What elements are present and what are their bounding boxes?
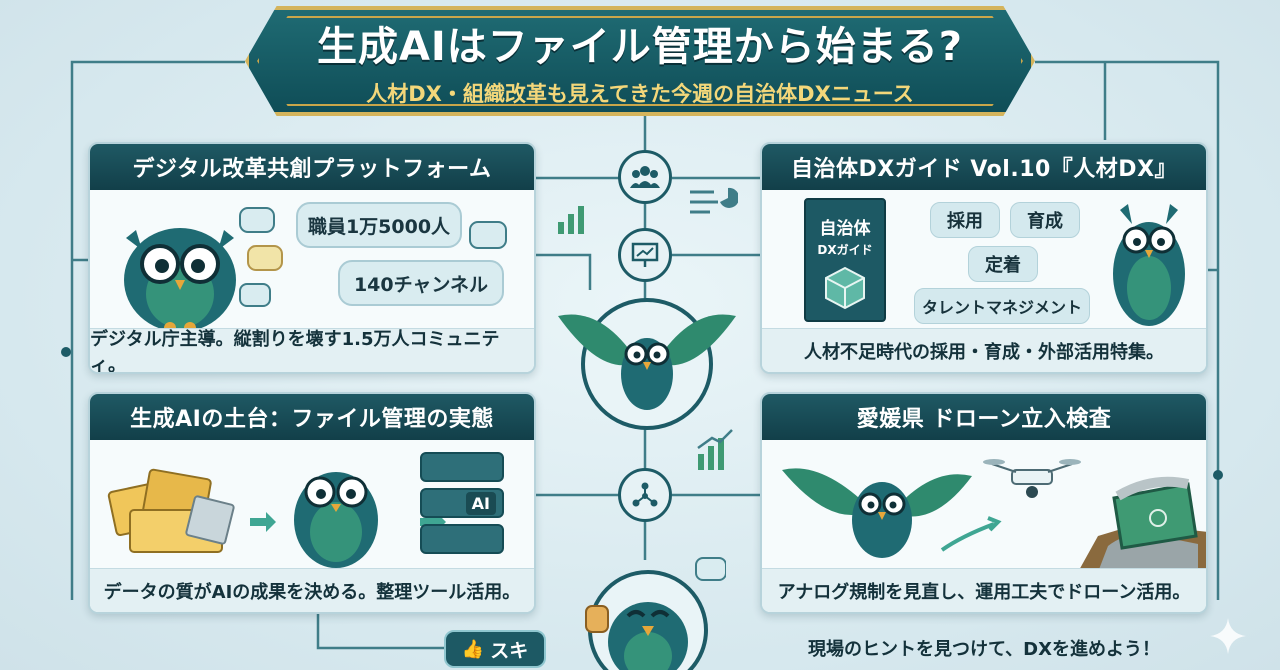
card-files[interactable]: 生成AIの土台：ファイル管理の実態 AI データの質がAIの成果を決め — [88, 392, 536, 614]
folder-pile-icon — [107, 468, 446, 553]
card-platform-title: デジタル改革共創プラットフォーム — [90, 144, 534, 190]
owl-glasses-icon — [124, 207, 507, 332]
center-flying-owl-icon — [558, 298, 736, 430]
banner-gold-frame — [257, 16, 1023, 106]
people-group-icon — [630, 166, 660, 188]
footer-message: 現場のヒントを見つけて、DXを進めよう！ — [808, 639, 1160, 660]
card-guide[interactable]: 自治体DXガイド Vol.10『人材DX』 自治体 DXガイド 採用 育成 定着… — [760, 142, 1208, 374]
waste-container-icon — [1078, 476, 1206, 572]
chip-train: 育成 — [1010, 202, 1080, 238]
chip-talent: タレントマネジメント — [914, 288, 1090, 324]
card-files-body: AI — [90, 440, 534, 568]
card-guide-body: 自治体 DXガイド 採用 育成 定着 タレントマネジメント — [762, 190, 1206, 328]
sparkle-icon — [1210, 618, 1246, 654]
thumbs-up-icon: 👍 — [461, 638, 485, 660]
card-drone[interactable]: 愛媛県 ドローン立入検査 アナ — [760, 392, 1208, 614]
list-chart-icon — [690, 187, 738, 214]
card-guide-title: 自治体DXガイド Vol.10『人材DX』 — [762, 144, 1206, 190]
network-nodes-icon — [632, 482, 658, 507]
guide-book: 自治体 DXガイド — [804, 198, 886, 322]
chip-retain: 定着 — [968, 246, 1038, 282]
cube-icon — [825, 266, 865, 310]
ai-server-icon: AI — [420, 452, 504, 562]
flying-owl-icon — [782, 468, 1002, 558]
card-files-caption: データの質がAIの成果を決める。整理ツール活用。 — [90, 568, 534, 612]
page-subtitle: 人材DX・組織改革も見えてきた今週の自治体DXニュース — [366, 82, 914, 106]
card-files-title: 生成AIの土台：ファイル管理の実態 — [90, 394, 534, 440]
page-title: 生成AIはファイル管理から始まる? — [316, 24, 964, 70]
book-subtitle: DXガイド — [817, 243, 873, 257]
growth-chart-icon — [697, 429, 733, 470]
bar-chart-icon — [558, 206, 584, 234]
card-platform[interactable]: デジタル改革共創プラットフォーム 職員1万5000人 140チャンネル デジタル… — [88, 142, 536, 374]
drone-icon — [983, 459, 1081, 498]
chip-recruit: 採用 — [930, 202, 1000, 238]
server-ai-label: AI — [465, 491, 496, 515]
like-button[interactable]: 👍 スキ — [444, 630, 546, 668]
owl-glasses-icon — [294, 472, 378, 568]
card-platform-body: 職員1万5000人 140チャンネル — [90, 190, 534, 332]
title-banner: 生成AIはファイル管理から始まる? 人材DX・組織改革も見えてきた今週の自治体D… — [245, 6, 1035, 116]
hub-community — [618, 150, 672, 204]
like-button-label: スキ — [490, 639, 529, 662]
card-drone-title: 愛媛県 ドローン立入検査 — [762, 394, 1206, 440]
thumbs-up-owl-icon — [585, 557, 726, 670]
staff-count-bubble: 職員1万5000人 — [296, 202, 462, 248]
card-drone-body — [762, 440, 1206, 572]
channel-count-bubble: 140チャンネル — [338, 260, 504, 306]
book-title: 自治体 — [819, 219, 871, 239]
card-platform-caption: デジタル庁主導。縦割りを壊す1.5万人コミュニティ。 — [90, 328, 534, 372]
card-drone-caption: アナログ規制を見直し、運用工夫でドローン活用。 — [762, 568, 1206, 612]
presentation-board-icon — [631, 242, 659, 267]
hub-presentation — [618, 228, 672, 282]
hub-network — [618, 468, 672, 522]
owl-icon — [1113, 204, 1185, 326]
card-guide-caption: 人材不足時代の採用・育成・外部活用特集。 — [762, 328, 1206, 372]
